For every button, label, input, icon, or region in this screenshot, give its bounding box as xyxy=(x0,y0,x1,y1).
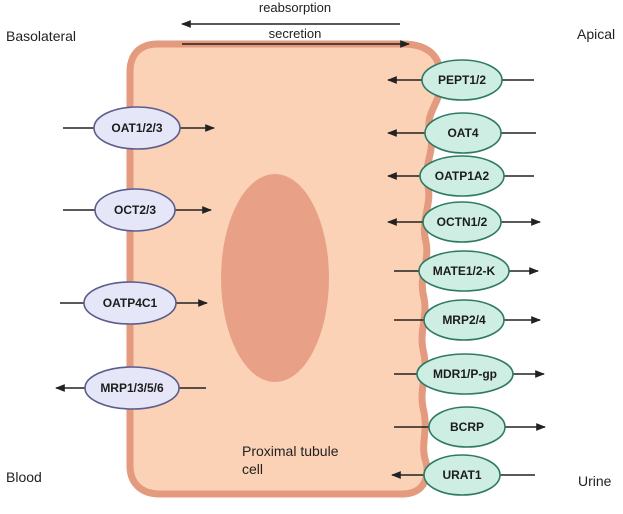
transporter-octn1-2: OCTN1/2 xyxy=(387,201,541,243)
secretion-label: secretion xyxy=(269,26,322,41)
transporter-oat4: OAT4 xyxy=(387,112,536,154)
transporter-label: BCRP xyxy=(450,420,484,434)
transporter-oval xyxy=(84,366,180,410)
urine-label: Urine xyxy=(578,473,612,489)
transporter-bcrp: BCRP xyxy=(394,406,546,448)
transporter-label: OATP4C1 xyxy=(103,296,158,310)
transporter-mrp2-4: MRP2/4 xyxy=(394,299,541,341)
transporter-oatp1a2: OATP1A2 xyxy=(387,155,534,197)
transporter-label: OAT1/2/3 xyxy=(111,121,162,135)
transporter-oval xyxy=(416,353,514,395)
transporter-oval xyxy=(422,201,502,243)
transporter-label: MRP2/4 xyxy=(442,313,486,327)
reabsorption-label: reabsorption xyxy=(259,0,331,15)
transporter-oval xyxy=(419,155,505,197)
transporter-oval xyxy=(423,454,501,496)
transporter-oval xyxy=(93,106,181,150)
nucleus xyxy=(221,174,329,382)
transporter-oct2-3: OCT2/3 xyxy=(63,188,212,232)
transporter-mate1-2-k: MATE1/2-K xyxy=(394,250,539,292)
cell-label-line1: Proximal tubule xyxy=(242,443,339,459)
transporter-label: MRP1/3/5/6 xyxy=(100,381,164,395)
transporter-label: MATE1/2-K xyxy=(433,264,496,278)
transporter-oatp4c1: OATP4C1 xyxy=(60,281,208,325)
transporter-label: OCT2/3 xyxy=(114,203,156,217)
transporter-oval xyxy=(418,250,510,292)
transporter-mrp1-3-5-6: MRP1/3/5/6 xyxy=(55,366,206,410)
transporter-label: OCTN1/2 xyxy=(437,215,488,229)
transporter-urat1: URAT1 xyxy=(391,454,535,496)
transporter-pept1-2: PEPT1/2 xyxy=(387,59,534,101)
transporter-oval xyxy=(94,188,176,232)
transporter-oat1-2-3: OAT1/2/3 xyxy=(63,106,215,150)
transporter-oval xyxy=(83,281,177,325)
transporter-oval xyxy=(424,112,502,154)
transporter-label: OAT4 xyxy=(447,126,478,140)
transporter-label: OATP1A2 xyxy=(435,169,490,183)
cell-label-line2: cell xyxy=(242,461,263,477)
transporter-oval xyxy=(423,299,505,341)
apical-label: Apical xyxy=(577,26,616,42)
transporter-oval xyxy=(428,406,506,448)
transporter-label: URAT1 xyxy=(442,468,481,482)
transporter-label: PEPT1/2 xyxy=(438,73,486,87)
transporter-label: MDR1/P-gp xyxy=(433,367,497,381)
transporter-oval xyxy=(421,59,503,101)
basolateral-label: Basolateral xyxy=(6,28,77,44)
blood-label: Blood xyxy=(6,469,42,485)
transporter-mdr1-p-gp: MDR1/P-gp xyxy=(394,353,545,395)
